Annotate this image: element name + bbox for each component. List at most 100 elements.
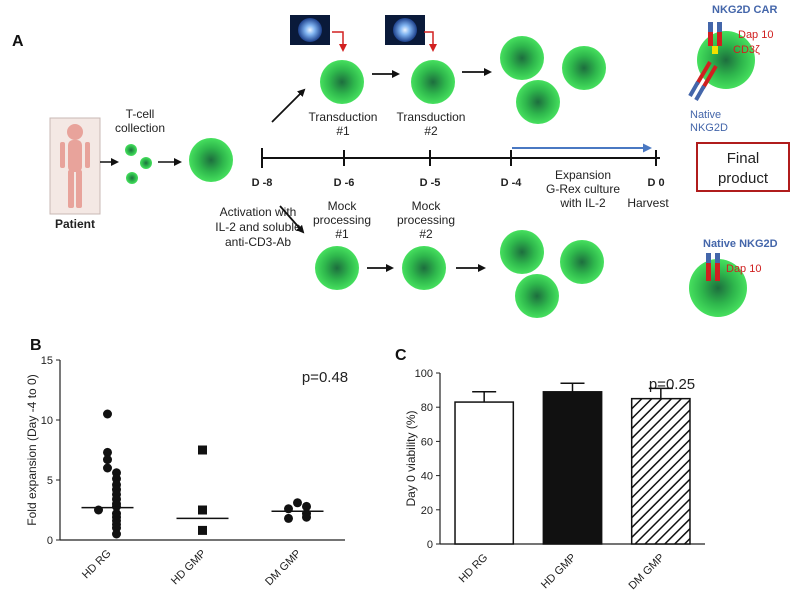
y-axis-label: Fold expansion (Day -4 to 0) bbox=[25, 374, 39, 525]
final-product-label-1: Final bbox=[727, 150, 760, 167]
red-arrow-1 bbox=[332, 31, 347, 52]
mock-1-label-3: #1 bbox=[335, 227, 349, 241]
y-tick-label: 100 bbox=[415, 368, 433, 380]
expanded-cell bbox=[500, 36, 544, 80]
panel-c-letter: C bbox=[395, 347, 407, 364]
expanded-cell bbox=[560, 240, 604, 284]
small-cell bbox=[126, 172, 138, 184]
virus-icon bbox=[290, 15, 330, 45]
expansion-label-1: Expansion bbox=[555, 168, 611, 182]
y-tick-label: 20 bbox=[421, 505, 433, 517]
expanded-cell bbox=[562, 46, 606, 90]
data-point bbox=[302, 512, 311, 522]
arrow-up-branch bbox=[271, 88, 306, 123]
x-tick-label: HD GMP bbox=[539, 552, 579, 592]
y-tick-label: 0 bbox=[427, 539, 433, 551]
patient-icon bbox=[49, 117, 101, 215]
harvest-label: Harvest bbox=[627, 196, 669, 210]
arrow-down-branch bbox=[279, 205, 305, 234]
cell-transduction-1 bbox=[320, 60, 364, 104]
x-tick-label: DM GMP bbox=[263, 548, 303, 588]
activation-label-3: anti-CD3-Ab bbox=[225, 235, 291, 249]
patient-label: Patient bbox=[55, 217, 95, 231]
expanded-cell bbox=[500, 230, 544, 274]
mock-1-label-1: Mock bbox=[328, 199, 358, 213]
bar bbox=[542, 391, 603, 545]
panel-b-letter: B bbox=[30, 337, 42, 354]
data-point bbox=[103, 409, 112, 419]
native-title: Native NKG2D bbox=[703, 238, 778, 250]
cell-transduction-2 bbox=[411, 60, 455, 104]
data-point bbox=[103, 455, 112, 465]
x-tick-label: HD GMP bbox=[169, 548, 209, 588]
x-tick-label: DM GMP bbox=[626, 552, 666, 592]
bar bbox=[454, 401, 515, 545]
p-value-annotation: p=0.25 bbox=[649, 376, 695, 393]
native-dap10: Dap 10 bbox=[726, 263, 761, 275]
panel-a-letter: A bbox=[12, 33, 24, 50]
virus-icon bbox=[385, 15, 425, 45]
chart-b: 0 5 10 15 HD RG HD GMP DM GMP Fold expansion (D… bbox=[25, 355, 348, 588]
native-cell-diagram bbox=[689, 253, 747, 317]
day-label: D -8 bbox=[252, 177, 273, 189]
y-tick-label: 40 bbox=[421, 471, 433, 483]
transduction-2-label-1: Transduction bbox=[397, 110, 466, 124]
day-label: D 0 bbox=[647, 177, 664, 189]
chart-c: 0 20 40 60 80 100 HD RG HD GMP DM GMP Day 0 viabi… bbox=[404, 368, 705, 592]
x-tick-label: HD RG bbox=[80, 548, 114, 582]
transduction-2-label-2: #2 bbox=[424, 124, 438, 138]
y-tick-label: 0 bbox=[47, 535, 53, 547]
collection-label-2: collection bbox=[115, 121, 165, 135]
data-point bbox=[198, 505, 207, 515]
data-point bbox=[198, 445, 207, 455]
bar bbox=[630, 397, 691, 545]
data-point bbox=[103, 463, 112, 473]
car-native-2: NKG2D bbox=[690, 122, 728, 134]
y-tick-label: 10 bbox=[41, 415, 53, 427]
activation-label-1: Activation with bbox=[220, 205, 297, 219]
day-label: D -4 bbox=[501, 177, 523, 189]
red-arrow-2 bbox=[424, 31, 437, 52]
final-product-label-2: product bbox=[718, 170, 769, 187]
y-tick-label: 5 bbox=[47, 475, 53, 487]
car-title: NKG2D CAR bbox=[712, 4, 777, 16]
car-cd3z: CD3ζ bbox=[733, 44, 760, 56]
final-product-box bbox=[696, 142, 790, 192]
cell-mock-2 bbox=[402, 246, 446, 290]
y-tick-label: 60 bbox=[421, 436, 433, 448]
data-point bbox=[103, 447, 112, 457]
expanded-cell bbox=[516, 80, 560, 124]
mock-1-label-2: processing bbox=[313, 213, 371, 227]
data-point bbox=[284, 513, 293, 523]
expanded-cell bbox=[515, 274, 559, 318]
mock-2-label-3: #2 bbox=[419, 227, 433, 241]
activation-label-2: IL-2 and soluble bbox=[215, 220, 301, 234]
car-cell-diagram bbox=[688, 22, 755, 101]
cell-mock-1 bbox=[315, 246, 359, 290]
day-label: D -6 bbox=[334, 177, 355, 189]
y-tick-label: 80 bbox=[421, 402, 433, 414]
collection-label-1: T-cell bbox=[126, 107, 155, 121]
car-dap10: Dap 10 bbox=[738, 29, 773, 41]
data-point bbox=[112, 529, 121, 539]
transduction-1-label-1: Transduction bbox=[309, 110, 378, 124]
small-cell bbox=[140, 157, 152, 169]
mock-2-label-1: Mock bbox=[412, 199, 442, 213]
expansion-label-3: with IL-2 bbox=[559, 196, 606, 210]
small-cell bbox=[125, 144, 137, 156]
car-native-1: Native bbox=[690, 109, 721, 121]
y-tick-label: 15 bbox=[41, 355, 53, 367]
p-value-annotation: p=0.48 bbox=[302, 369, 348, 386]
data-point bbox=[293, 498, 302, 508]
data-point bbox=[302, 501, 311, 511]
mock-2-label-2: processing bbox=[397, 213, 455, 227]
y-axis-label: Day 0 viability (%) bbox=[404, 410, 418, 506]
x-tick-label: HD RG bbox=[457, 552, 491, 586]
expansion-label-2: G-Rex culture bbox=[546, 182, 620, 196]
data-point bbox=[112, 501, 121, 511]
data-point bbox=[198, 525, 207, 535]
activated-cell bbox=[189, 138, 233, 182]
day-label: D -5 bbox=[420, 177, 441, 189]
transduction-1-label-2: #1 bbox=[336, 124, 350, 138]
